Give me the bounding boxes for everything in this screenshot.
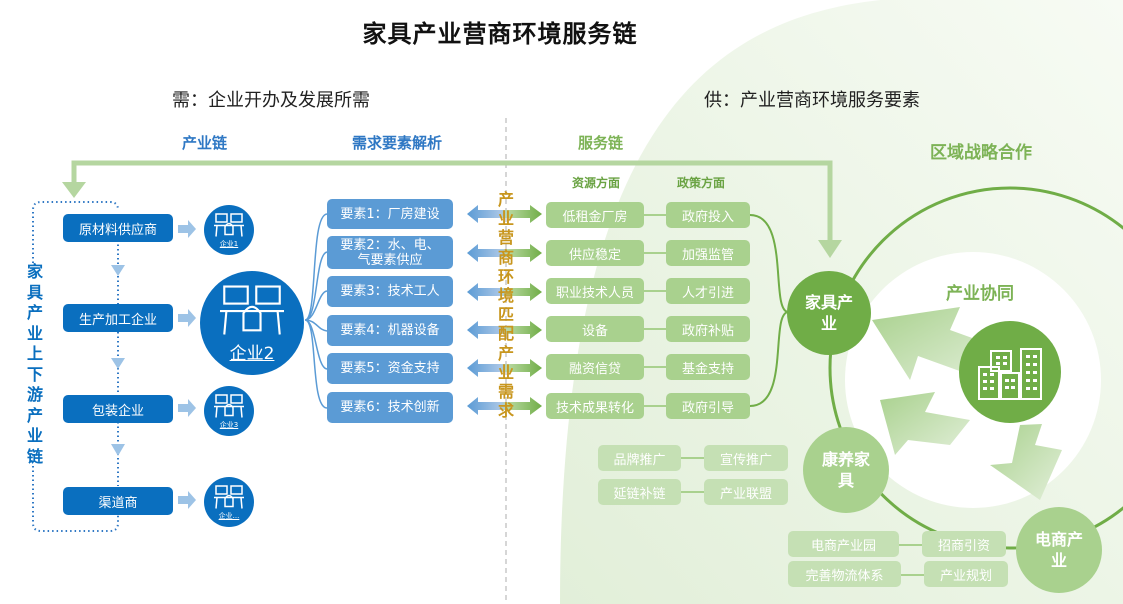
resource-item[interactable]: 职业技术人员: [546, 278, 644, 304]
synergy-center: [959, 321, 1061, 423]
enterprise-2[interactable]: 企业2: [200, 271, 304, 375]
policy-item[interactable]: 政府引导: [666, 393, 750, 419]
element-skilled-workers[interactable]: 要素3：技术工人: [327, 276, 453, 307]
enterprise-label: 企业...: [218, 511, 240, 520]
enterprise-3[interactable]: 企业3: [204, 386, 254, 436]
node-health-furniture[interactable]: 康养家具: [803, 427, 889, 513]
chain-channel-distributor[interactable]: 渠道商: [63, 487, 173, 515]
section-regional-cooperation: 区域战略合作: [930, 143, 1032, 163]
workstation-icon: [214, 212, 244, 237]
enterprise-label: 企业1: [219, 239, 239, 248]
chain-raw-material-supplier[interactable]: 原材料供应商: [63, 214, 173, 242]
element-innovation[interactable]: 要素6：技术创新: [327, 392, 453, 423]
section-industry-chain: 产业链: [182, 134, 228, 152]
enterprise-more[interactable]: 企业...: [204, 477, 254, 527]
section-service-chain: 服务链: [578, 134, 624, 152]
element-machinery[interactable]: 要素4：机器设备: [327, 315, 453, 346]
ecommerce-service-item[interactable]: 电商产业园: [788, 531, 899, 557]
node-furniture-industry[interactable]: 家具产业: [787, 271, 871, 355]
policy-column-header: 政策方面: [677, 176, 726, 190]
policy-item[interactable]: 人才引进: [666, 278, 750, 304]
enterprise-label: 企业3: [219, 420, 239, 429]
chain-packaging-enterprise[interactable]: 包装企业: [63, 395, 173, 423]
element-factory[interactable]: 要素1：厂房建设: [327, 199, 453, 229]
element-funding[interactable]: 要素5：资金支持: [327, 353, 453, 384]
health-service-item[interactable]: 宣传推广: [704, 445, 788, 471]
buildings-icon: [978, 348, 1042, 400]
ecommerce-service-item[interactable]: 完善物流体系: [788, 561, 901, 587]
enterprise-label: 企业2: [229, 343, 275, 364]
workstation-icon: [214, 484, 244, 509]
resource-item[interactable]: 融资信贷: [546, 354, 644, 380]
page-title: 家具产业营商环境服务链: [362, 20, 638, 48]
ecommerce-service-item[interactable]: 招商引资: [922, 531, 1006, 557]
element-utilities[interactable]: 要素2：水、电、气要素供应: [327, 236, 453, 269]
vertical-chain-label: 家具产业上下游产业链: [26, 262, 43, 466]
resource-item[interactable]: 供应稳定: [546, 240, 644, 266]
health-service-item[interactable]: 产业联盟: [704, 479, 788, 505]
chain-production-enterprise[interactable]: 生产加工企业: [63, 304, 173, 332]
resource-item[interactable]: 技术成果转化: [546, 393, 644, 419]
demand-heading: 需：企业开办及发展所需: [172, 90, 370, 111]
health-service-item[interactable]: 品牌推广: [598, 445, 681, 471]
policy-item[interactable]: 政府补贴: [666, 316, 750, 342]
workstation-icon: [214, 393, 244, 418]
policy-item[interactable]: 加强监管: [666, 240, 750, 266]
ecommerce-service-item[interactable]: 产业规划: [924, 561, 1008, 587]
resource-item[interactable]: 低租金厂房: [546, 202, 644, 228]
workstation-icon: [220, 284, 284, 335]
enterprise-1[interactable]: 企业1: [204, 205, 254, 255]
supply-heading: 供：产业营商环境服务要素: [704, 90, 920, 111]
policy-item[interactable]: 基金支持: [666, 354, 750, 380]
matching-label: 产业营商环境匹配产业需求: [497, 190, 514, 421]
resources-column-header: 资源方面: [572, 176, 621, 190]
section-demand-analysis: 需求要素解析: [352, 134, 443, 152]
policy-item[interactable]: 政府投入: [666, 202, 750, 228]
synergy-label: 产业协同: [946, 284, 1014, 304]
resource-item[interactable]: 设备: [546, 316, 644, 342]
health-service-item[interactable]: 延链补链: [598, 479, 681, 505]
node-ecommerce-industry[interactable]: 电商产业: [1016, 507, 1102, 593]
